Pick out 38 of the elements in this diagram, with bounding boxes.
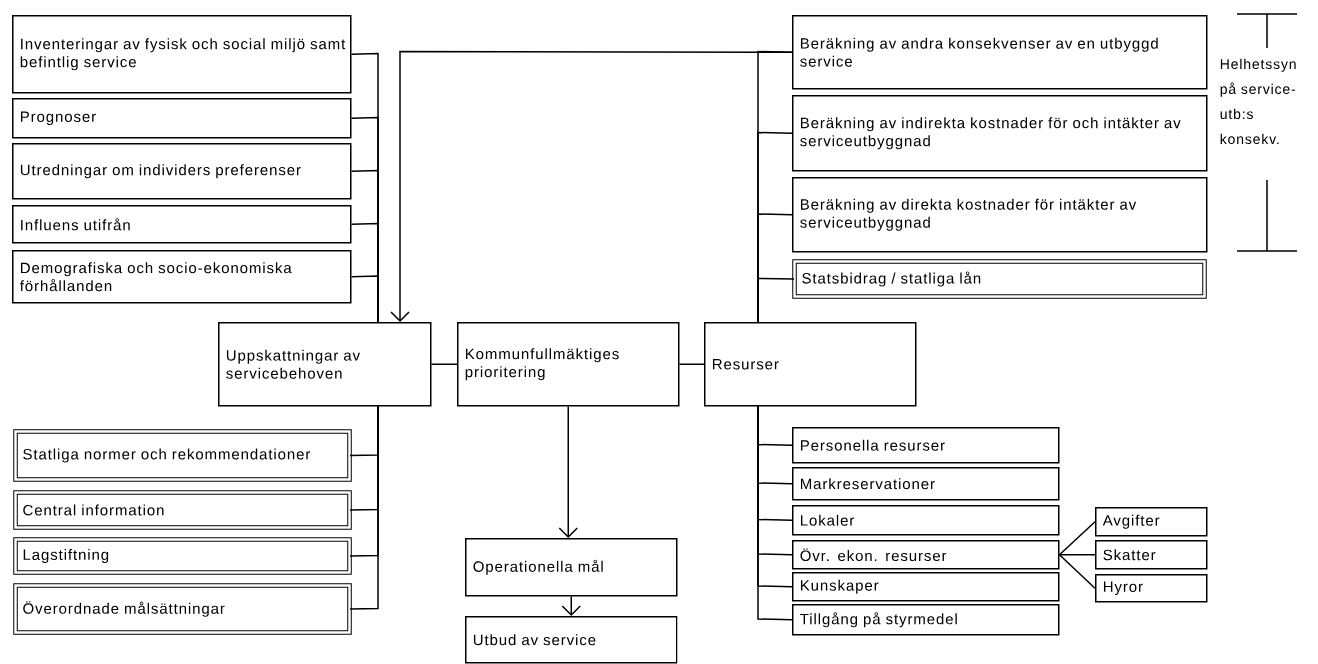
process-box: Beräkning av andra konsekvenser av en utbyggd service — [792, 15, 1208, 90]
process-box: Lokaler — [792, 505, 1060, 536]
process-box: Demografiska och socio-ekonomiska förhållanden — [12, 250, 352, 304]
process-box: Uppskattningar av servicebehoven — [218, 322, 432, 407]
connector-line — [678, 363, 705, 365]
process-box: Inventeringar av fysisk och social miljö samt befintlig service — [12, 15, 352, 94]
process-box: Personella resurser — [792, 427, 1060, 464]
arrow — [558, 405, 578, 538]
process-box: Beräkning av direkta kostnader för intäkter av serviceutbyggnad — [792, 177, 1208, 253]
connector-line — [430, 363, 458, 365]
side-note: Helhetssyn på service-utb:s konsekv. — [1220, 58, 1296, 145]
process-box: Influens utifrån — [12, 205, 352, 244]
process-box: Övr. ekon. resurser — [792, 540, 1060, 570]
connector-line — [349, 405, 379, 610]
process-box: Beräkning av indirekta kostnader för och intäkter av serviceutbyggnad — [792, 95, 1208, 172]
connector-line — [757, 405, 793, 621]
process-box: Hyror — [1095, 574, 1208, 603]
connector-line — [1058, 521, 1096, 556]
process-box: Utbud av service — [465, 616, 678, 664]
process-box: Utredningar om individers preferenser — [12, 143, 352, 200]
double-box: Central information — [13, 490, 352, 530]
double-box: Statsbidrag / statliga lån — [792, 259, 1207, 299]
connector-line — [1058, 554, 1096, 556]
process-box: Kunskaper — [792, 572, 1060, 602]
process-box: Prognoser — [12, 98, 352, 139]
process-box: Markreservationer — [792, 467, 1060, 501]
process-box: Kommunfullmäktiges prioritering — [457, 322, 680, 407]
connector-line — [757, 277, 795, 323]
connector-line — [1058, 554, 1096, 589]
double-box: Statliga normer och rekommendationer — [13, 429, 352, 482]
process-box: Skatter — [1095, 540, 1208, 570]
process-box: Tillgång på styrmedel — [792, 604, 1060, 636]
process-box: Avgifter — [1095, 507, 1208, 537]
double-box: Lagstiftning — [13, 537, 352, 575]
process-box: Operationella mål — [465, 538, 678, 597]
process-box: Resurser — [704, 322, 917, 407]
double-box: Överordnade målsättningar — [13, 583, 352, 635]
connector-line — [350, 275, 379, 323]
